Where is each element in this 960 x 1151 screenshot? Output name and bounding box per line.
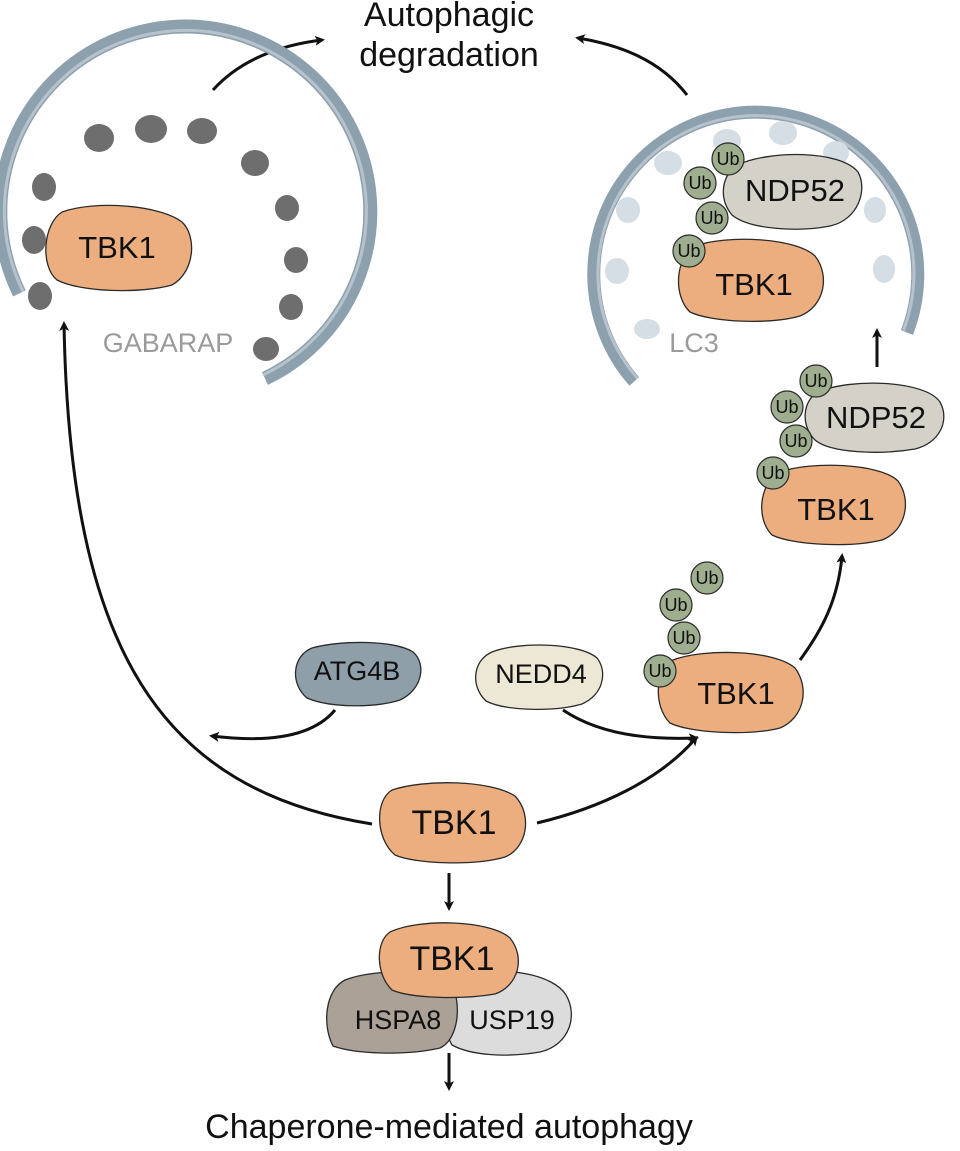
nedd4-blob bbox=[475, 644, 604, 710]
ub-label: Ub bbox=[761, 463, 784, 483]
degradation-label: degradation bbox=[359, 36, 539, 74]
arrow-lc3-to-degradation bbox=[575, 34, 689, 96]
tbk1-label-center: TBK1 bbox=[411, 804, 496, 842]
tbk1-label-ub: TBK1 bbox=[697, 676, 775, 711]
arrow-tbk1-to-gabarap bbox=[59, 321, 373, 826]
ub-label: Ub bbox=[784, 431, 807, 451]
ub-circle bbox=[659, 588, 693, 622]
arrow-tbk1-to-ub-tbk1 bbox=[536, 735, 698, 825]
ub-label: Ub bbox=[648, 661, 671, 681]
lc3-dots bbox=[605, 121, 895, 339]
arrow-ub-tbk1-to-complex bbox=[798, 553, 847, 661]
ub-circle bbox=[667, 621, 701, 655]
ub-circle bbox=[779, 424, 813, 458]
ub-label: Ub bbox=[695, 568, 718, 588]
ub-circle bbox=[756, 456, 790, 490]
gabarap-membrane-highlight bbox=[2, 28, 368, 377]
tbk1-label-complex: TBK1 bbox=[797, 492, 875, 527]
ub-chain-tbk1: Ub Ub Ub Ub bbox=[643, 561, 724, 688]
ndp52-label: NDP52 bbox=[826, 400, 926, 435]
tbk1-label-gabarap: TBK1 bbox=[78, 230, 156, 265]
atg4b-blob bbox=[294, 641, 422, 707]
gabarap-dots bbox=[22, 115, 308, 361]
ub-label: Ub bbox=[775, 397, 798, 417]
ub-label: Ub bbox=[804, 371, 827, 391]
autophagic-label: Autophagic bbox=[364, 0, 534, 34]
gabarap-label: GABARAP bbox=[103, 328, 234, 358]
ub-label: Ub bbox=[716, 149, 739, 169]
atg4b-label: ATG4B bbox=[314, 656, 401, 686]
ub-label: Ub bbox=[664, 595, 687, 615]
lc3-label: LC3 bbox=[669, 328, 719, 358]
ndp52-ub-tbk1-complex: NDP52 TBK1 Ub Ub Ub Ub bbox=[756, 364, 945, 546]
ub-chain-complex: Ub Ub Ub Ub bbox=[756, 364, 833, 490]
tbk1-label-chaperone: TBK1 bbox=[409, 940, 494, 978]
lc3-membrane bbox=[587, 105, 925, 386]
tbk1-blob-lc3 bbox=[677, 238, 825, 322]
ub-circle bbox=[711, 142, 745, 176]
arrow-atg4b-inhibit bbox=[209, 709, 337, 742]
gabarap-membrane bbox=[0, 19, 378, 385]
tbk1-blob-complex bbox=[761, 464, 907, 546]
hspa8-label: HSPA8 bbox=[355, 1005, 442, 1035]
ub-label: Ub bbox=[688, 173, 711, 193]
ub-circle bbox=[770, 390, 804, 424]
usp19-label: USP19 bbox=[469, 1005, 555, 1035]
tbk1-blob-chaperone bbox=[378, 922, 519, 999]
ub-circle bbox=[799, 364, 833, 398]
tbk1-blob-center bbox=[378, 782, 527, 864]
ub-tbk1: TBK1 Ub Ub Ub Ub bbox=[643, 561, 804, 734]
tbk1-blob-ub bbox=[657, 651, 804, 734]
nedd4-label: NEDD4 bbox=[495, 659, 587, 689]
ub-circle bbox=[683, 166, 717, 200]
ub-chain-lc3: Ub Ub Ub Ub bbox=[672, 142, 745, 268]
ub-label: Ub bbox=[672, 628, 695, 648]
tbk1-label-lc3: TBK1 bbox=[715, 267, 793, 302]
lc3-membrane-highlight bbox=[596, 114, 916, 380]
ndp52-label-lc3: NDP52 bbox=[745, 173, 845, 208]
chaperone-complex: USP19 HSPA8 TBK1 bbox=[326, 922, 572, 1056]
ub-circle bbox=[643, 654, 677, 688]
tbk1-blob-gabarap bbox=[45, 204, 193, 292]
ndp52-blob-lc3 bbox=[722, 153, 863, 230]
cma-label: Chaperone-mediated autophagy bbox=[205, 1108, 693, 1146]
ub-circle bbox=[695, 201, 729, 235]
ub-label: Ub bbox=[700, 208, 723, 228]
lc3-autophagosome: NDP52 TBK1 Ub Ub Ub Ub LC3 bbox=[587, 105, 925, 386]
arrow-gabarap-to-degradation bbox=[211, 35, 325, 92]
ub-circle bbox=[672, 234, 706, 268]
gabarap-autophagosome: TBK1 GABARAP bbox=[0, 19, 378, 385]
ub-circle bbox=[690, 561, 724, 595]
ub-label: Ub bbox=[677, 241, 700, 261]
arrow-nedd4-to-ub-tbk1 bbox=[562, 708, 699, 744]
